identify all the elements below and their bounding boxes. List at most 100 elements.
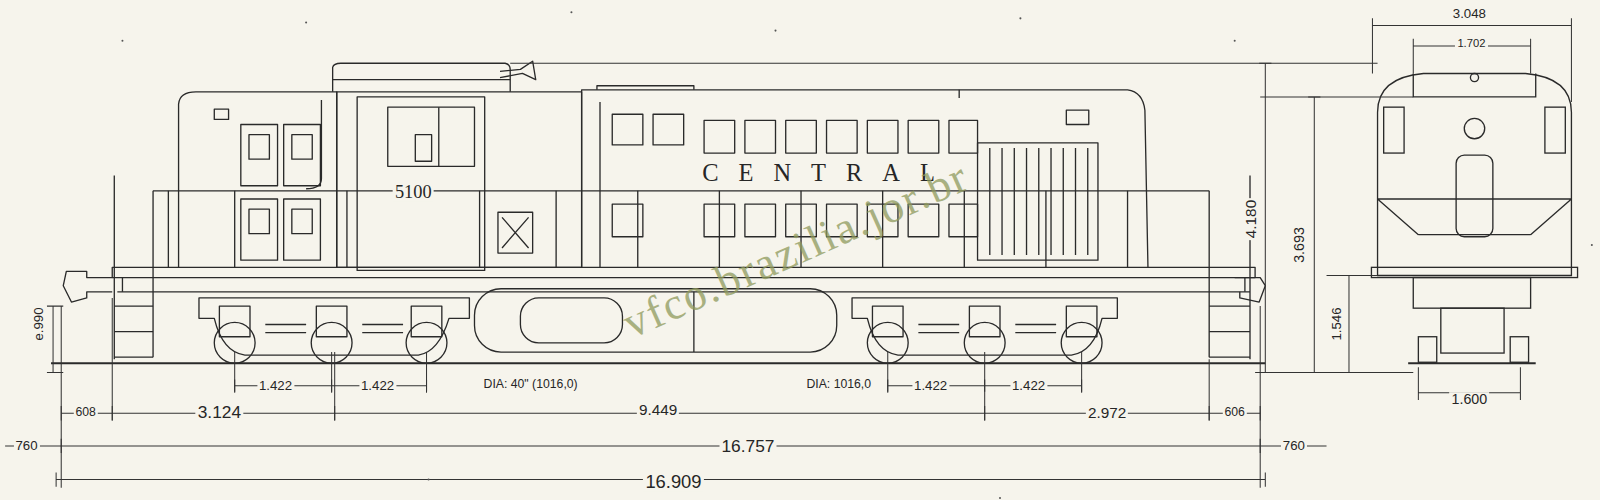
drawing-stroke: [219, 306, 250, 337]
drawing-stroke: [249, 209, 269, 233]
dimension-value: 1.422: [1010, 378, 1047, 393]
drawing-stroke: [428, 479, 430, 481]
drawing-stroke: [570, 11, 572, 13]
dimension-value: 1.422: [257, 378, 294, 393]
drawing-stroke: [999, 497, 1001, 499]
drawing-stroke: [1418, 337, 1436, 363]
drawing-stroke: [653, 114, 684, 145]
drawing-stroke: [1372, 18, 1571, 102]
drawing-stroke: [1441, 308, 1504, 353]
dimension-value: 1.422: [359, 378, 396, 393]
drawing-stroke: [5, 445, 1326, 446]
drawing-stroke: [1464, 118, 1484, 138]
drawing-stroke: [959, 90, 960, 98]
drawing-stroke: [47, 306, 63, 372]
drawing-stroke: [745, 120, 776, 153]
drawing-stroke: [292, 135, 312, 159]
drawing-stroke: [415, 135, 431, 162]
drawing-stroke: [1244, 278, 1245, 292]
drawing-stroke: [1259, 63, 1355, 372]
dimension-value: 3.124: [196, 404, 243, 423]
drawing-stroke: [199, 298, 469, 355]
drawing-stroke: [1371, 267, 1577, 277]
drawing-stroke: [827, 120, 858, 153]
drawing-stroke: [599, 102, 600, 267]
drawing-stroke: [969, 306, 1000, 337]
drawing-stroke: [306, 100, 321, 189]
drawing-stroke: [241, 199, 278, 260]
dimension-value: 2.972: [1086, 405, 1128, 422]
drawing-stroke: [1545, 107, 1565, 153]
dimension-value: 1.422: [912, 378, 949, 393]
drawing-stroke: [612, 114, 643, 145]
drawing-stroke: [498, 212, 533, 253]
dimension-value: 606: [1222, 407, 1246, 420]
drawing-stroke: [1456, 155, 1493, 237]
dimension-value: 3.693: [1292, 225, 1308, 265]
dimension-value: 9.449: [637, 402, 679, 419]
drawing-stroke: [774, 30, 776, 32]
drawing-stroke: [1234, 40, 1236, 42]
dimension-value: 608: [73, 407, 97, 420]
dimension-value: 16.909: [643, 472, 703, 492]
drawing-stroke: [316, 306, 347, 337]
drawing-stroke: [1066, 110, 1088, 124]
drawing-stroke: [1510, 337, 1528, 363]
drawing-stroke: [1378, 199, 1572, 235]
drawing-stroke: [168, 191, 1127, 268]
drawing-stroke: [745, 204, 776, 237]
dimension-value: 1.546: [1329, 306, 1344, 343]
dimension-value: 1.600: [1450, 392, 1490, 408]
drawing-stroke: [786, 120, 817, 153]
drawing-stroke: [61, 439, 1260, 453]
dimension-value: 4.180: [1243, 198, 1260, 240]
dimension-value: e.990: [31, 306, 46, 343]
drawing-stroke: [520, 298, 622, 343]
drawing-stroke: [337, 92, 582, 268]
drawing-stroke: [949, 204, 978, 237]
drawing-stroke: [214, 109, 228, 119]
wheel-diameter: DIA: 1016,0: [804, 378, 873, 391]
drawing-stroke: [949, 120, 978, 153]
paper-specks: [121, 11, 1592, 499]
drawing-stroke: [990, 148, 1088, 255]
drawing-stroke: [1019, 17, 1021, 19]
drawing-stroke: [249, 135, 269, 159]
drawing-stroke: [357, 97, 485, 270]
drawing-stroke: [284, 199, 321, 260]
unit-number: 5100: [393, 182, 434, 202]
drawing-stroke: [1384, 107, 1404, 153]
front-view: [1371, 73, 1577, 363]
drawing-stroke: [502, 217, 529, 248]
wheel-diameter: DIA: 40" (1016,0): [482, 378, 580, 391]
drawing-stroke: [1378, 73, 1572, 275]
dimension-value: 760: [13, 439, 39, 454]
drawing-stroke: [121, 40, 123, 42]
drawing-stroke: [411, 306, 442, 337]
drawing-stroke: [872, 306, 903, 337]
drawing-stroke: [241, 124, 278, 185]
drawing-stroke: [1265, 63, 1377, 372]
side-view: [51, 61, 1265, 363]
drawing-stroke: [510, 63, 1413, 372]
drawing-stroke: [1408, 362, 1536, 364]
drawing-stroke: [597, 86, 694, 90]
drawing-stroke: [235, 352, 1082, 393]
drawing-stroke: [1470, 73, 1478, 81]
dimension-value: 3.048: [1451, 7, 1488, 22]
drawing-stroke: [63, 271, 112, 302]
drawing-stroke: [1066, 306, 1097, 337]
dimension-lines: [5, 18, 1571, 487]
drawing-stroke: [153, 190, 1209, 191]
dimension-value: 1.702: [1455, 37, 1487, 49]
drawing-stroke: [284, 124, 321, 185]
drawing-stroke: [704, 120, 735, 153]
drawing-stroke: [918, 324, 1056, 332]
drawing-stroke: [1591, 244, 1593, 246]
dimension-value: 760: [1281, 439, 1307, 454]
drawing-stroke: [438, 107, 439, 166]
drawing-stroke: [388, 107, 475, 166]
drawing-stroke: [978, 143, 1098, 260]
drawing-stroke: [305, 21, 307, 23]
